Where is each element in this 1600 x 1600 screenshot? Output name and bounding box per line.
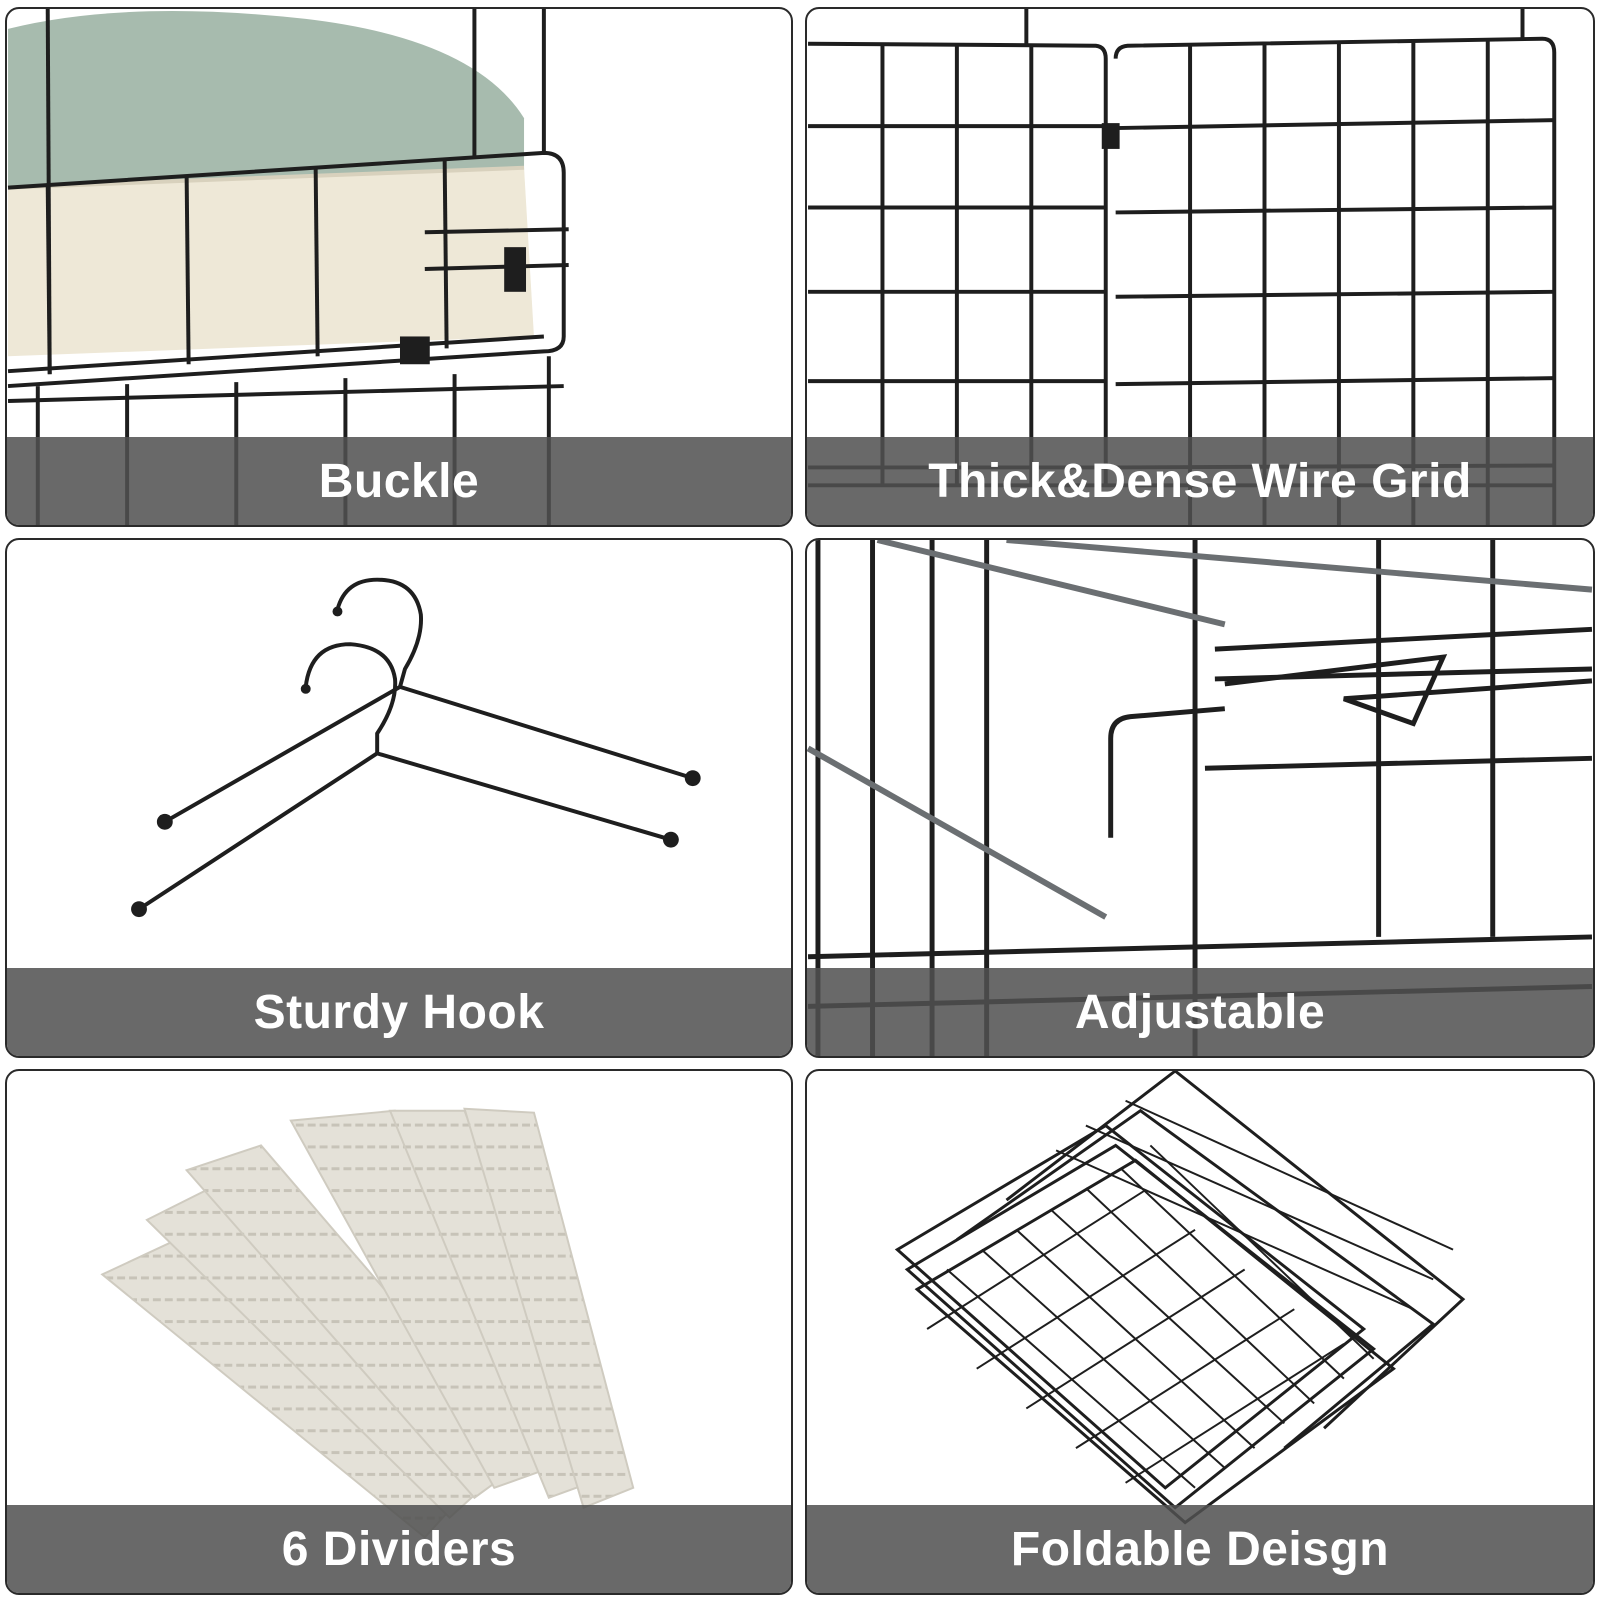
caption-buckle: Buckle — [318, 454, 480, 508]
panel-foldable: Foldable Deisgn — [805, 1069, 1595, 1595]
caption-dividers: 6 Dividers — [281, 1522, 517, 1576]
caption-bar: 6 Dividers — [7, 1505, 791, 1593]
plastic-dividers-photo — [100, 1107, 635, 1539]
caption-bar: Buckle — [7, 437, 791, 525]
caption-bar: Foldable Deisgn — [807, 1505, 1593, 1593]
caption-bar: Adjustable — [807, 968, 1593, 1056]
caption-bar: Sturdy Hook — [7, 968, 791, 1056]
panel-adjustable: Adjustable — [805, 538, 1595, 1058]
hanger-hooks-photo — [131, 577, 701, 918]
folded-panels-photo — [894, 1071, 1466, 1525]
panel-sturdy-hook: Sturdy Hook — [5, 538, 793, 1058]
caption-adjustable: Adjustable — [1074, 985, 1326, 1039]
caption-wire-grid: Thick&Dense Wire Grid — [928, 454, 1472, 508]
panel-wire-grid: Thick&Dense Wire Grid — [805, 7, 1595, 527]
wire-basket-buckle-photo — [7, 9, 569, 525]
caption-sturdy-hook: Sturdy Hook — [253, 985, 545, 1039]
panel-buckle: Buckle — [5, 7, 793, 527]
caption-foldable: Foldable Deisgn — [1010, 1522, 1390, 1576]
panel-dividers: 6 Dividers — [5, 1069, 793, 1595]
caption-bar: Thick&Dense Wire Grid — [807, 437, 1593, 525]
